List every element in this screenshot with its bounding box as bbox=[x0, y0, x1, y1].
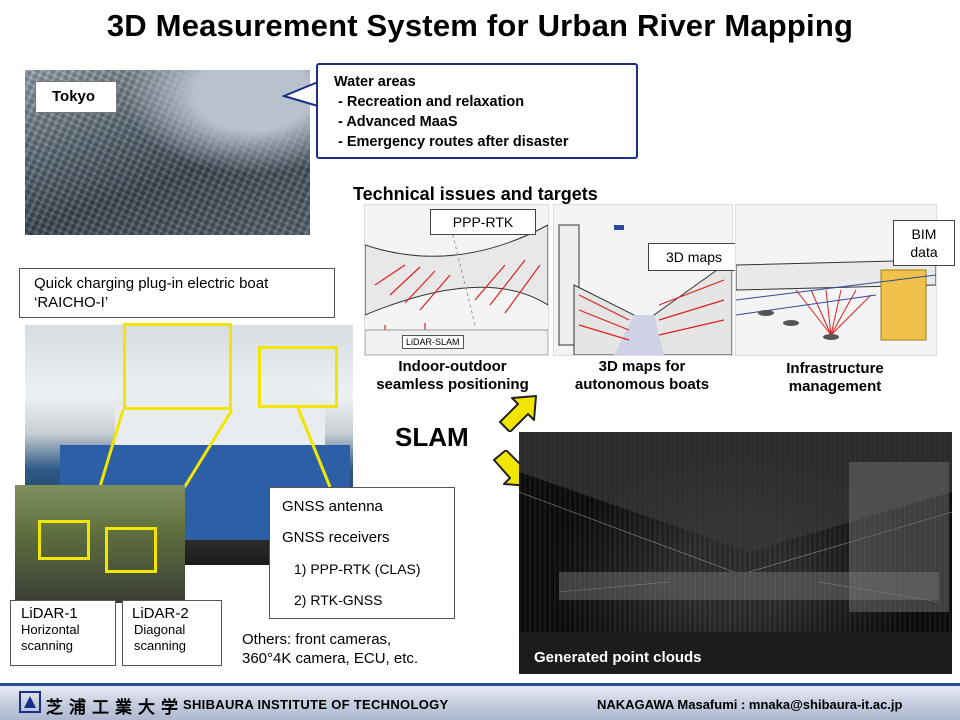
page-title: 3D Measurement System for Urban River Ma… bbox=[106, 8, 854, 43]
lidar1-name: LiDAR-1 bbox=[21, 605, 78, 622]
caption-line: Indoor-outdoor bbox=[398, 358, 507, 375]
slam-label: SLAM bbox=[395, 422, 469, 452]
panel-caption: 3D maps for autonomous boats bbox=[553, 358, 731, 394]
caption-line: seamless positioning bbox=[376, 376, 529, 393]
3d-maps-diagram bbox=[558, 224, 732, 355]
lidar2-desc: Diagonal bbox=[134, 622, 186, 637]
caption-line: 3D maps for bbox=[598, 358, 686, 375]
tag-line: data bbox=[910, 244, 938, 260]
ppp-rtk-tag: PPP-RTK bbox=[430, 209, 536, 235]
water-areas-item: - Emergency routes after disaster bbox=[338, 134, 569, 150]
footer-institute: SHIBAURA INSTITUTE OF TECHNOLOGY bbox=[183, 697, 449, 712]
tokyo-label: Tokyo bbox=[35, 81, 117, 113]
point-cloud-caption: Generated point clouds bbox=[534, 649, 702, 666]
gnss-info-box: GNSS antenna GNSS receivers 1) PPP-RTK (… bbox=[269, 487, 455, 619]
infrastructure-diagram bbox=[736, 259, 936, 341]
gnss-receivers-label: GNSS receivers bbox=[282, 529, 390, 546]
water-areas-callout: Water areas - Recreation and relaxation … bbox=[316, 63, 638, 159]
lidar2-name: LiDAR-2 bbox=[132, 605, 189, 622]
lidar1-highlight-box bbox=[38, 520, 90, 560]
point-cloud-image bbox=[518, 432, 953, 674]
water-areas-item: - Recreation and relaxation bbox=[338, 94, 525, 110]
lidar2-label-box: LiDAR-2 Diagonal scanning bbox=[122, 600, 222, 666]
gnss-highlight-box bbox=[258, 346, 338, 408]
lidar1-label-box: LiDAR-1 Horizontal scanning bbox=[10, 600, 116, 666]
gnss-antenna-label: GNSS antenna bbox=[282, 498, 383, 515]
panel-caption: Infrastructure management bbox=[745, 360, 925, 396]
footer-author: NAKAGAWA Masafumi : mnaka@shibaura-it.ac… bbox=[597, 697, 903, 712]
lidar1-desc: Horizontal bbox=[21, 622, 80, 637]
positioning-illustration bbox=[364, 204, 549, 356]
boat-line: Quick charging plug-in electric boat bbox=[34, 275, 269, 292]
other-equipment-note: Others: front cameras, 360°4K camera, EC… bbox=[242, 630, 418, 668]
arrow-up-right-icon bbox=[499, 395, 537, 432]
point-cloud-sketch bbox=[518, 432, 953, 674]
panel-caption: Indoor-outdoor seamless positioning bbox=[360, 358, 545, 394]
boat-line: ‘RAICHO-I’ bbox=[34, 294, 109, 311]
lidar2-highlight-box bbox=[105, 527, 157, 573]
university-logo-icon bbox=[19, 691, 41, 713]
lidar-highlight-box bbox=[123, 323, 232, 410]
lidar-slam-label: LiDAR-SLAM bbox=[402, 335, 464, 349]
caption-line: Infrastructure bbox=[786, 360, 884, 377]
water-areas-heading: Water areas bbox=[334, 74, 416, 90]
tag-line: BIM bbox=[911, 226, 937, 242]
note-line: 360°4K camera, ECU, etc. bbox=[242, 650, 419, 667]
technical-issues-heading: Technical issues and targets bbox=[353, 184, 598, 204]
water-areas-item: - Advanced MaaS bbox=[338, 114, 458, 130]
gnss-receiver-item: 1) PPP-RTK (CLAS) bbox=[294, 561, 421, 577]
3d-maps-illustration bbox=[553, 204, 733, 356]
footer-band bbox=[0, 683, 960, 720]
caption-line: management bbox=[788, 378, 882, 395]
bim-data-tag: BIM data bbox=[893, 220, 955, 266]
3d-maps-tag: 3D maps bbox=[648, 243, 740, 271]
lidar1-desc: scanning bbox=[21, 638, 74, 653]
caption-line: autonomous boats bbox=[574, 376, 710, 393]
note-line: Others: front cameras, bbox=[242, 631, 392, 648]
boat-description-box: Quick charging plug-in electric boat ‘RA… bbox=[19, 268, 335, 318]
gnss-receiver-item: 2) RTK-GNSS bbox=[294, 592, 383, 608]
footer-university-jp: 芝浦工業大学 bbox=[46, 698, 184, 717]
lidar2-desc: scanning bbox=[134, 638, 187, 653]
